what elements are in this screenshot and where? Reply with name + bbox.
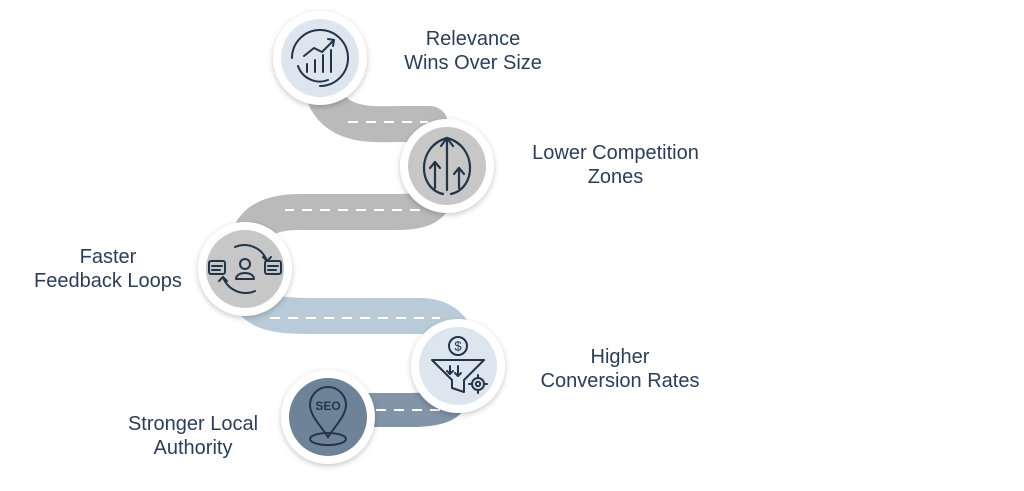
label-line: Conversion Rates: [540, 370, 700, 392]
milestone-label-conversion: Higher Conversion Rates: [520, 345, 720, 393]
milestone-label-local: Stronger Local Authority: [108, 412, 278, 460]
upward-arrows-icon: [422, 136, 472, 196]
milestone-competition: [400, 119, 494, 213]
label-line: Authority: [153, 437, 233, 459]
label-line: Feedback Loops: [34, 270, 182, 292]
label-line: Relevance: [425, 28, 521, 50]
conversion-funnel-icon: $: [431, 336, 488, 394]
feedback-loop-icon: [208, 244, 282, 294]
milestone-relevance: [273, 11, 367, 105]
label-line: Stronger Local: [127, 413, 259, 435]
milestone-feedback: [198, 222, 292, 316]
label-line: Higher: [590, 346, 650, 368]
label-line: Wins Over Size: [404, 52, 542, 74]
seo-text: SEO: [315, 399, 340, 413]
milestone-label-relevance: Relevance Wins Over Size: [388, 27, 558, 75]
seo-location-pin-icon: SEO: [309, 386, 347, 446]
growth-chart-icon: [291, 29, 349, 87]
dollar-symbol: $: [454, 339, 462, 354]
milestone-label-feedback: Faster Feedback Loops: [18, 245, 198, 293]
label-line: Zones: [587, 166, 644, 188]
label-line: Faster: [79, 246, 137, 268]
milestone-local: SEO: [281, 370, 375, 464]
milestone-conversion: $: [411, 319, 505, 413]
milestone-label-competition: Lower Competition Zones: [508, 141, 723, 189]
label-line: Lower Competition: [532, 142, 699, 164]
